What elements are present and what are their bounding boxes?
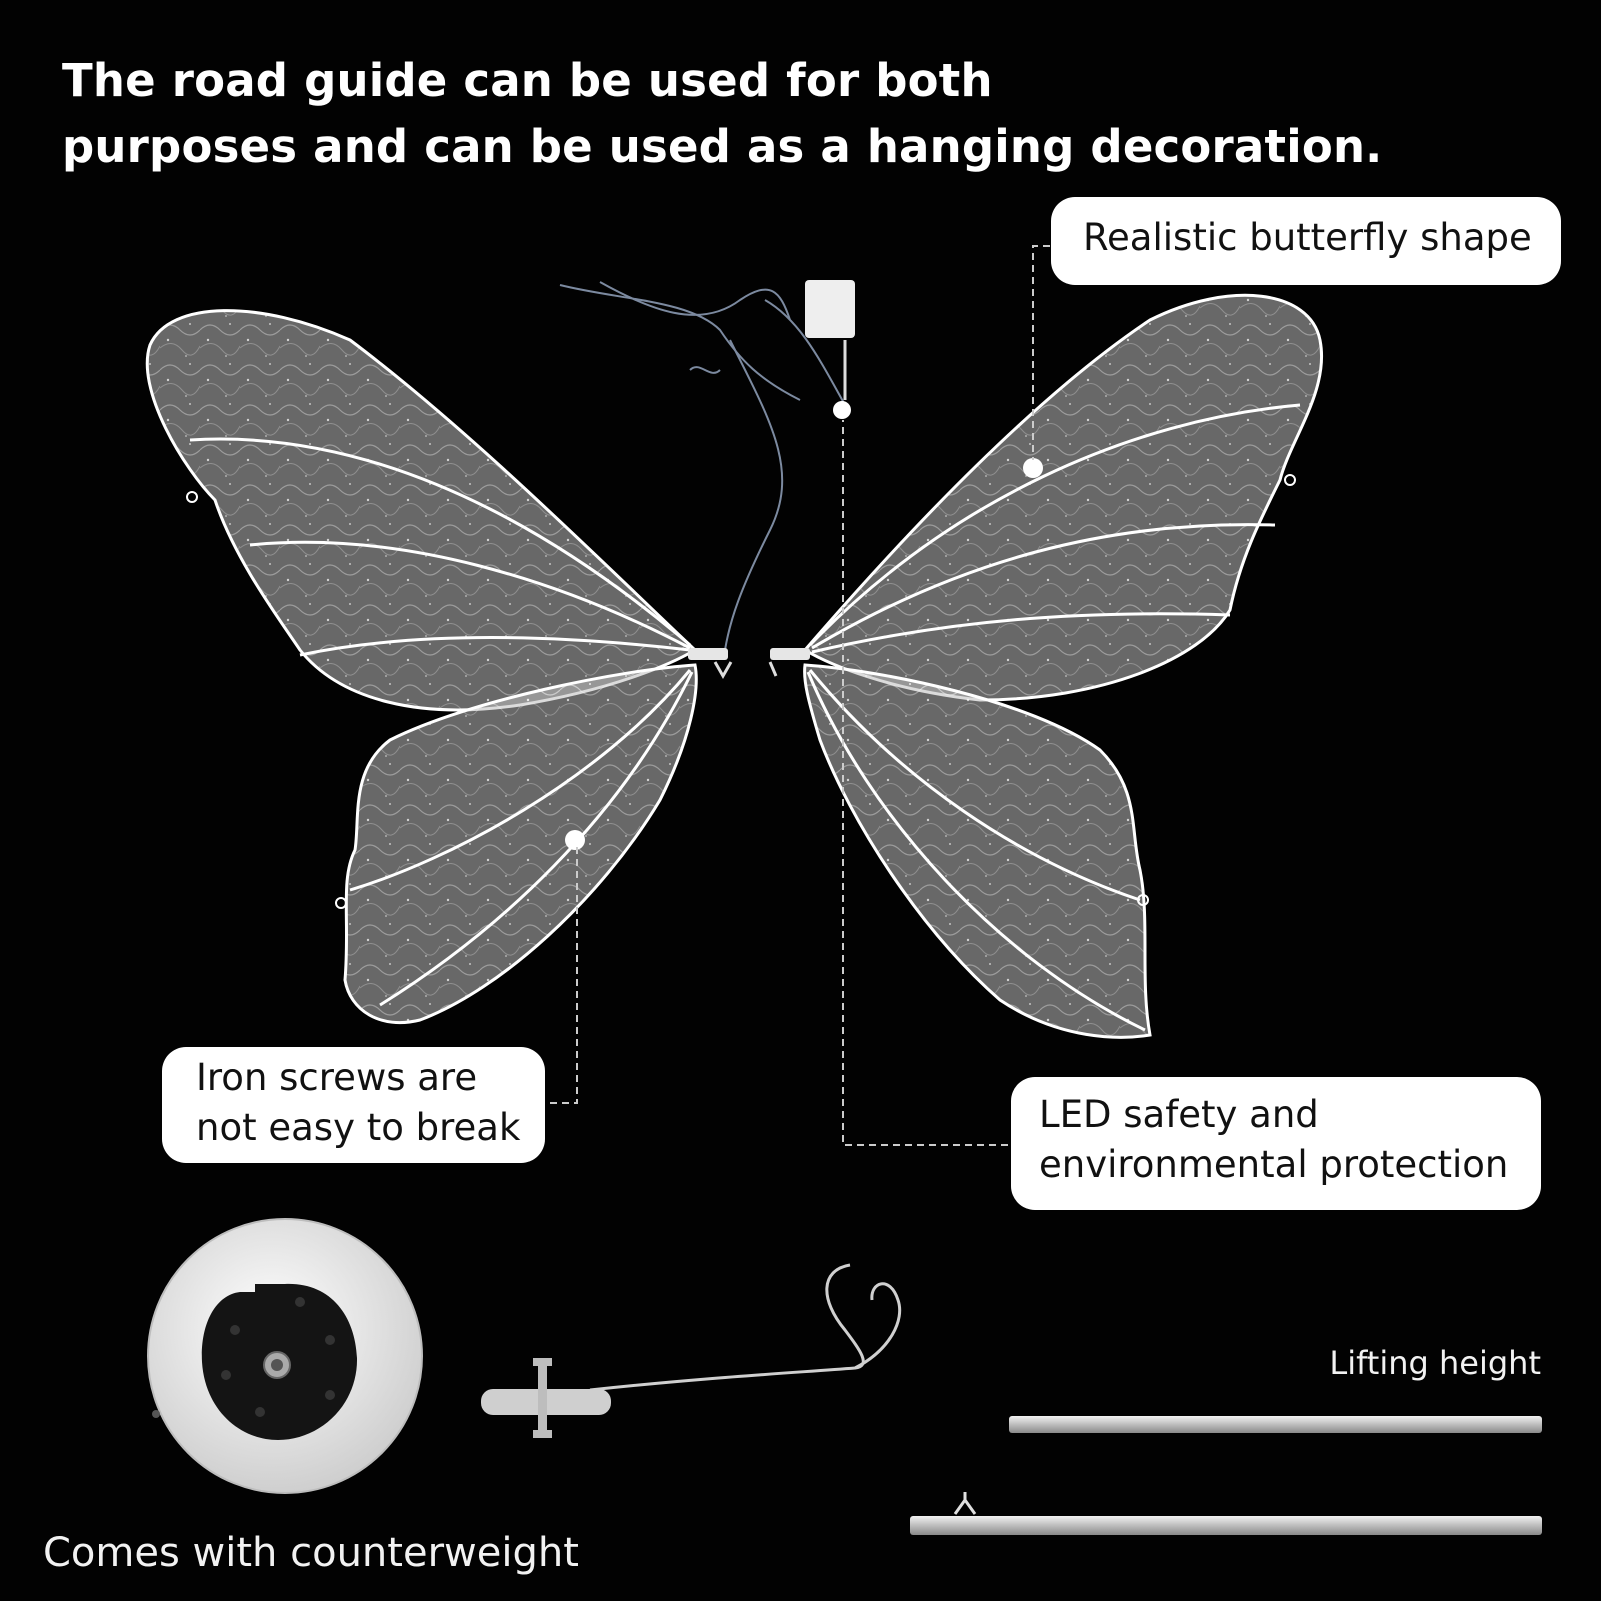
wing-nut-icon bbox=[953, 1492, 977, 1515]
leader-lines bbox=[550, 245, 1050, 1146]
headline-line-1: The road guide can be used for both bbox=[62, 54, 993, 107]
headline: The road guide can be used for both purp… bbox=[62, 48, 1462, 180]
led-bulb bbox=[833, 401, 851, 419]
led-bulb bbox=[565, 830, 585, 850]
callout-led-safety-line-1: LED safety and bbox=[1039, 1093, 1319, 1136]
counterweight-base bbox=[147, 1218, 423, 1494]
wing-clamps bbox=[688, 648, 810, 680]
led-driver-box bbox=[805, 280, 855, 338]
callout-iron-screws-line-2: not easy to break bbox=[196, 1106, 521, 1149]
headline-line-2: purposes and can be used as a hanging de… bbox=[62, 120, 1383, 173]
hanging-loops bbox=[186, 474, 1296, 909]
lifting-pole-upper bbox=[1009, 1416, 1542, 1433]
callout-iron-screws: Iron screws are not easy to break bbox=[162, 1047, 545, 1163]
callout-iron-screws-line-1: Iron screws are bbox=[196, 1056, 478, 1099]
counterweight-label: Comes with counterweight bbox=[43, 1530, 579, 1576]
callout-led-safety-line-2: environmental protection bbox=[1039, 1143, 1509, 1186]
callout-led-safety: LED safety and environmental protection bbox=[1011, 1077, 1541, 1210]
lifting-height-label: Lifting height bbox=[1329, 1344, 1541, 1382]
callout-butterfly-shape-text: Realistic butterfly shape bbox=[1083, 216, 1532, 259]
callout-butterfly-shape: Realistic butterfly shape bbox=[1051, 197, 1561, 285]
lifting-pole-lower bbox=[910, 1516, 1542, 1535]
led-bulb bbox=[1023, 458, 1043, 478]
power-wires bbox=[559, 281, 846, 651]
hanging-bracket bbox=[481, 1263, 902, 1438]
